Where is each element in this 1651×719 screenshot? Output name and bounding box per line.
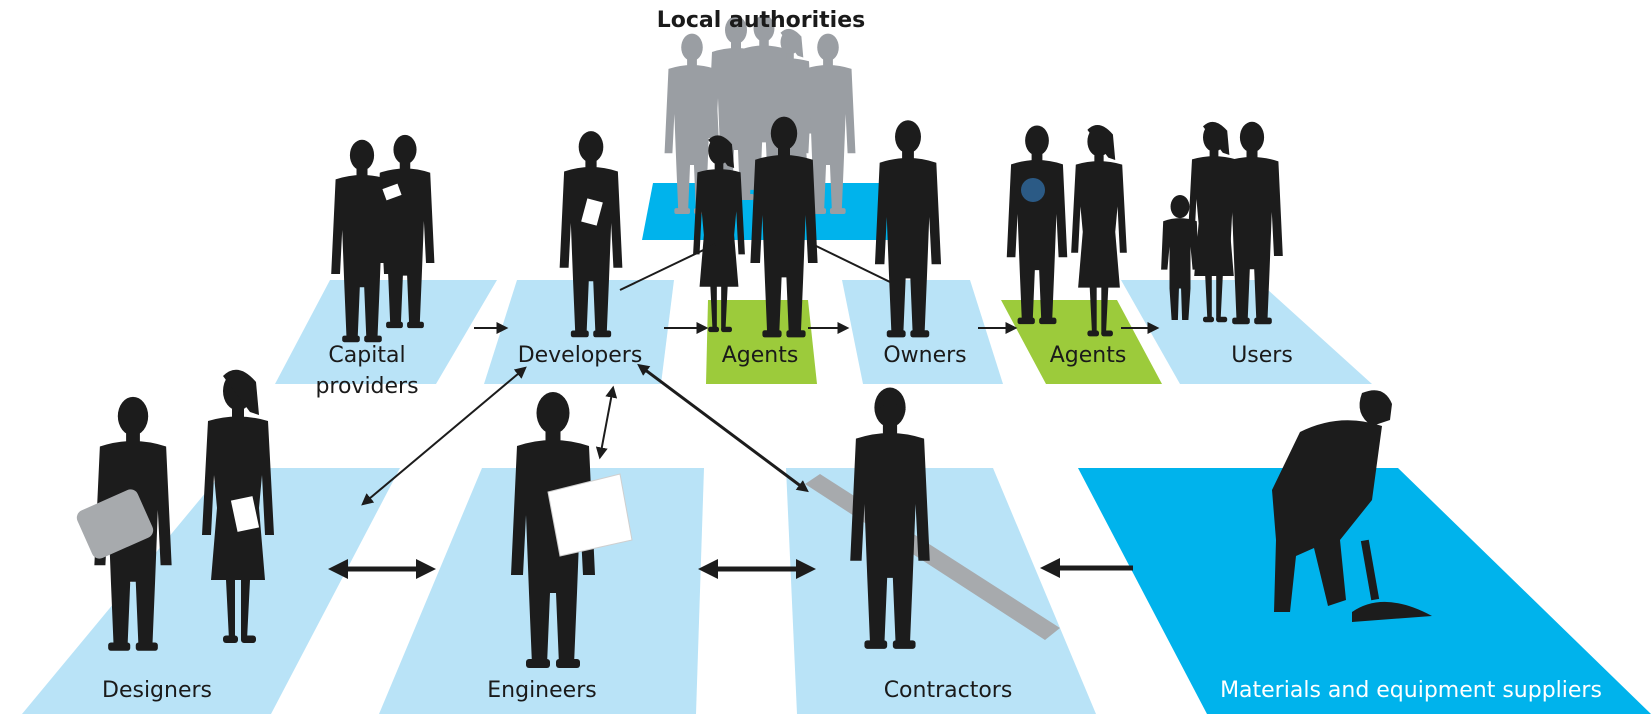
flow-arrows — [328, 243, 1160, 579]
contractors-figure — [805, 387, 1060, 649]
label-capital-providers-line1: Capital — [328, 343, 405, 368]
tile-contractors — [786, 468, 1096, 714]
tile-designers — [22, 468, 400, 714]
agents-2-figures — [1006, 125, 1127, 337]
label-developers: Developers — [518, 343, 643, 368]
capital-providers-figures — [331, 134, 435, 343]
engineers-figure — [511, 392, 633, 668]
label-agents-2: Agents — [1050, 343, 1127, 368]
developers-figure — [559, 131, 623, 338]
tile-suppliers — [1078, 468, 1651, 714]
label-users: Users — [1231, 343, 1293, 368]
supplier-worker-figure — [1272, 390, 1432, 622]
label-contractors: Contractors — [884, 678, 1013, 703]
label-engineers: Engineers — [487, 678, 596, 703]
label-designers: Designers — [102, 678, 212, 703]
designers-figures — [76, 369, 274, 651]
label-owners: Owners — [883, 343, 966, 368]
title-local-authorities: Local authorities — [657, 8, 865, 33]
label-suppliers: Materials and equipment suppliers — [1220, 678, 1602, 703]
label-capital-providers-line2: providers — [315, 374, 418, 399]
label-agents-1: Agents — [722, 343, 799, 368]
tile-capital-providers — [275, 280, 497, 384]
